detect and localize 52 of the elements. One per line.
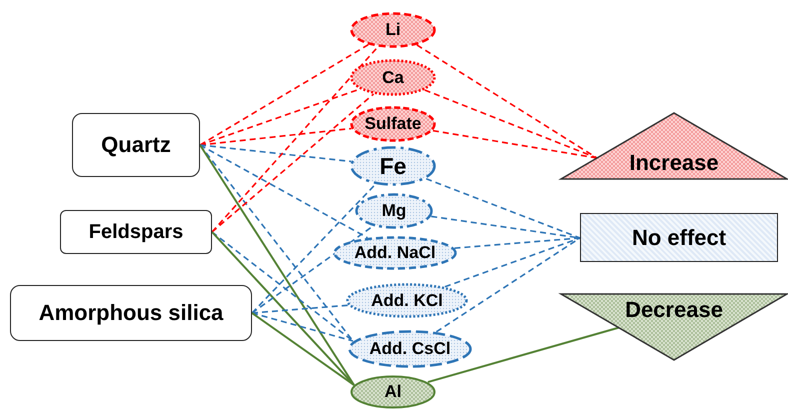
connector-line	[252, 312, 354, 342]
node-label: Feldspars	[88, 220, 184, 244]
node-label: Amorphous silica	[38, 300, 224, 326]
connector-line	[432, 130, 598, 159]
ellipse-node	[350, 146, 436, 186]
connector-line	[211, 231, 355, 386]
connector-line	[200, 144, 352, 162]
rectangle-node	[60, 210, 212, 254]
connector-line	[252, 226, 374, 314]
node-label: Add. NaCl	[354, 243, 436, 263]
connector-line	[436, 237, 580, 332]
node-label: Al	[384, 382, 402, 402]
triangle-node	[560, 112, 788, 180]
node-label: Fe	[380, 152, 406, 180]
node-label: No effect	[632, 224, 726, 250]
connector-line	[424, 89, 598, 159]
connector-line	[200, 144, 368, 238]
connector-line	[416, 44, 598, 159]
rectangle-node	[72, 113, 200, 177]
connector-line	[454, 237, 580, 249]
ellipse-node	[355, 193, 433, 229]
connector-line	[251, 312, 355, 386]
rectangle-node	[10, 285, 252, 341]
connector-line	[199, 144, 355, 386]
connector-line	[200, 88, 360, 146]
ellipse-node	[350, 59, 436, 96]
node-label: Mg	[382, 201, 406, 221]
ellipse-node	[346, 283, 468, 318]
node-label: Add. KCl	[371, 290, 443, 310]
connector-line	[211, 46, 378, 233]
ellipse-node	[350, 375, 436, 409]
inverted-triangle-node	[560, 293, 788, 361]
rectangle-node	[580, 213, 778, 262]
node-label: Li	[385, 20, 401, 40]
node-label: Ca	[382, 68, 404, 88]
connector-line	[200, 128, 352, 146]
node-label: Quartz	[101, 132, 171, 158]
connector-line	[212, 231, 354, 342]
connector-line	[200, 44, 369, 146]
connector-line	[444, 237, 580, 288]
ellipse-node	[333, 236, 457, 270]
ellipse-node	[350, 12, 436, 48]
ellipse-node	[348, 330, 472, 368]
connector-line	[426, 178, 580, 239]
ellipse-node	[350, 106, 436, 142]
node-label: Increase	[629, 150, 719, 177]
node-label: Decrease	[625, 296, 723, 323]
node-label: Sulfate	[364, 114, 422, 134]
connector-line	[252, 304, 348, 314]
node-label: Add. CsCl	[369, 339, 451, 359]
connector-line	[251, 184, 376, 314]
connector-line	[211, 93, 374, 233]
